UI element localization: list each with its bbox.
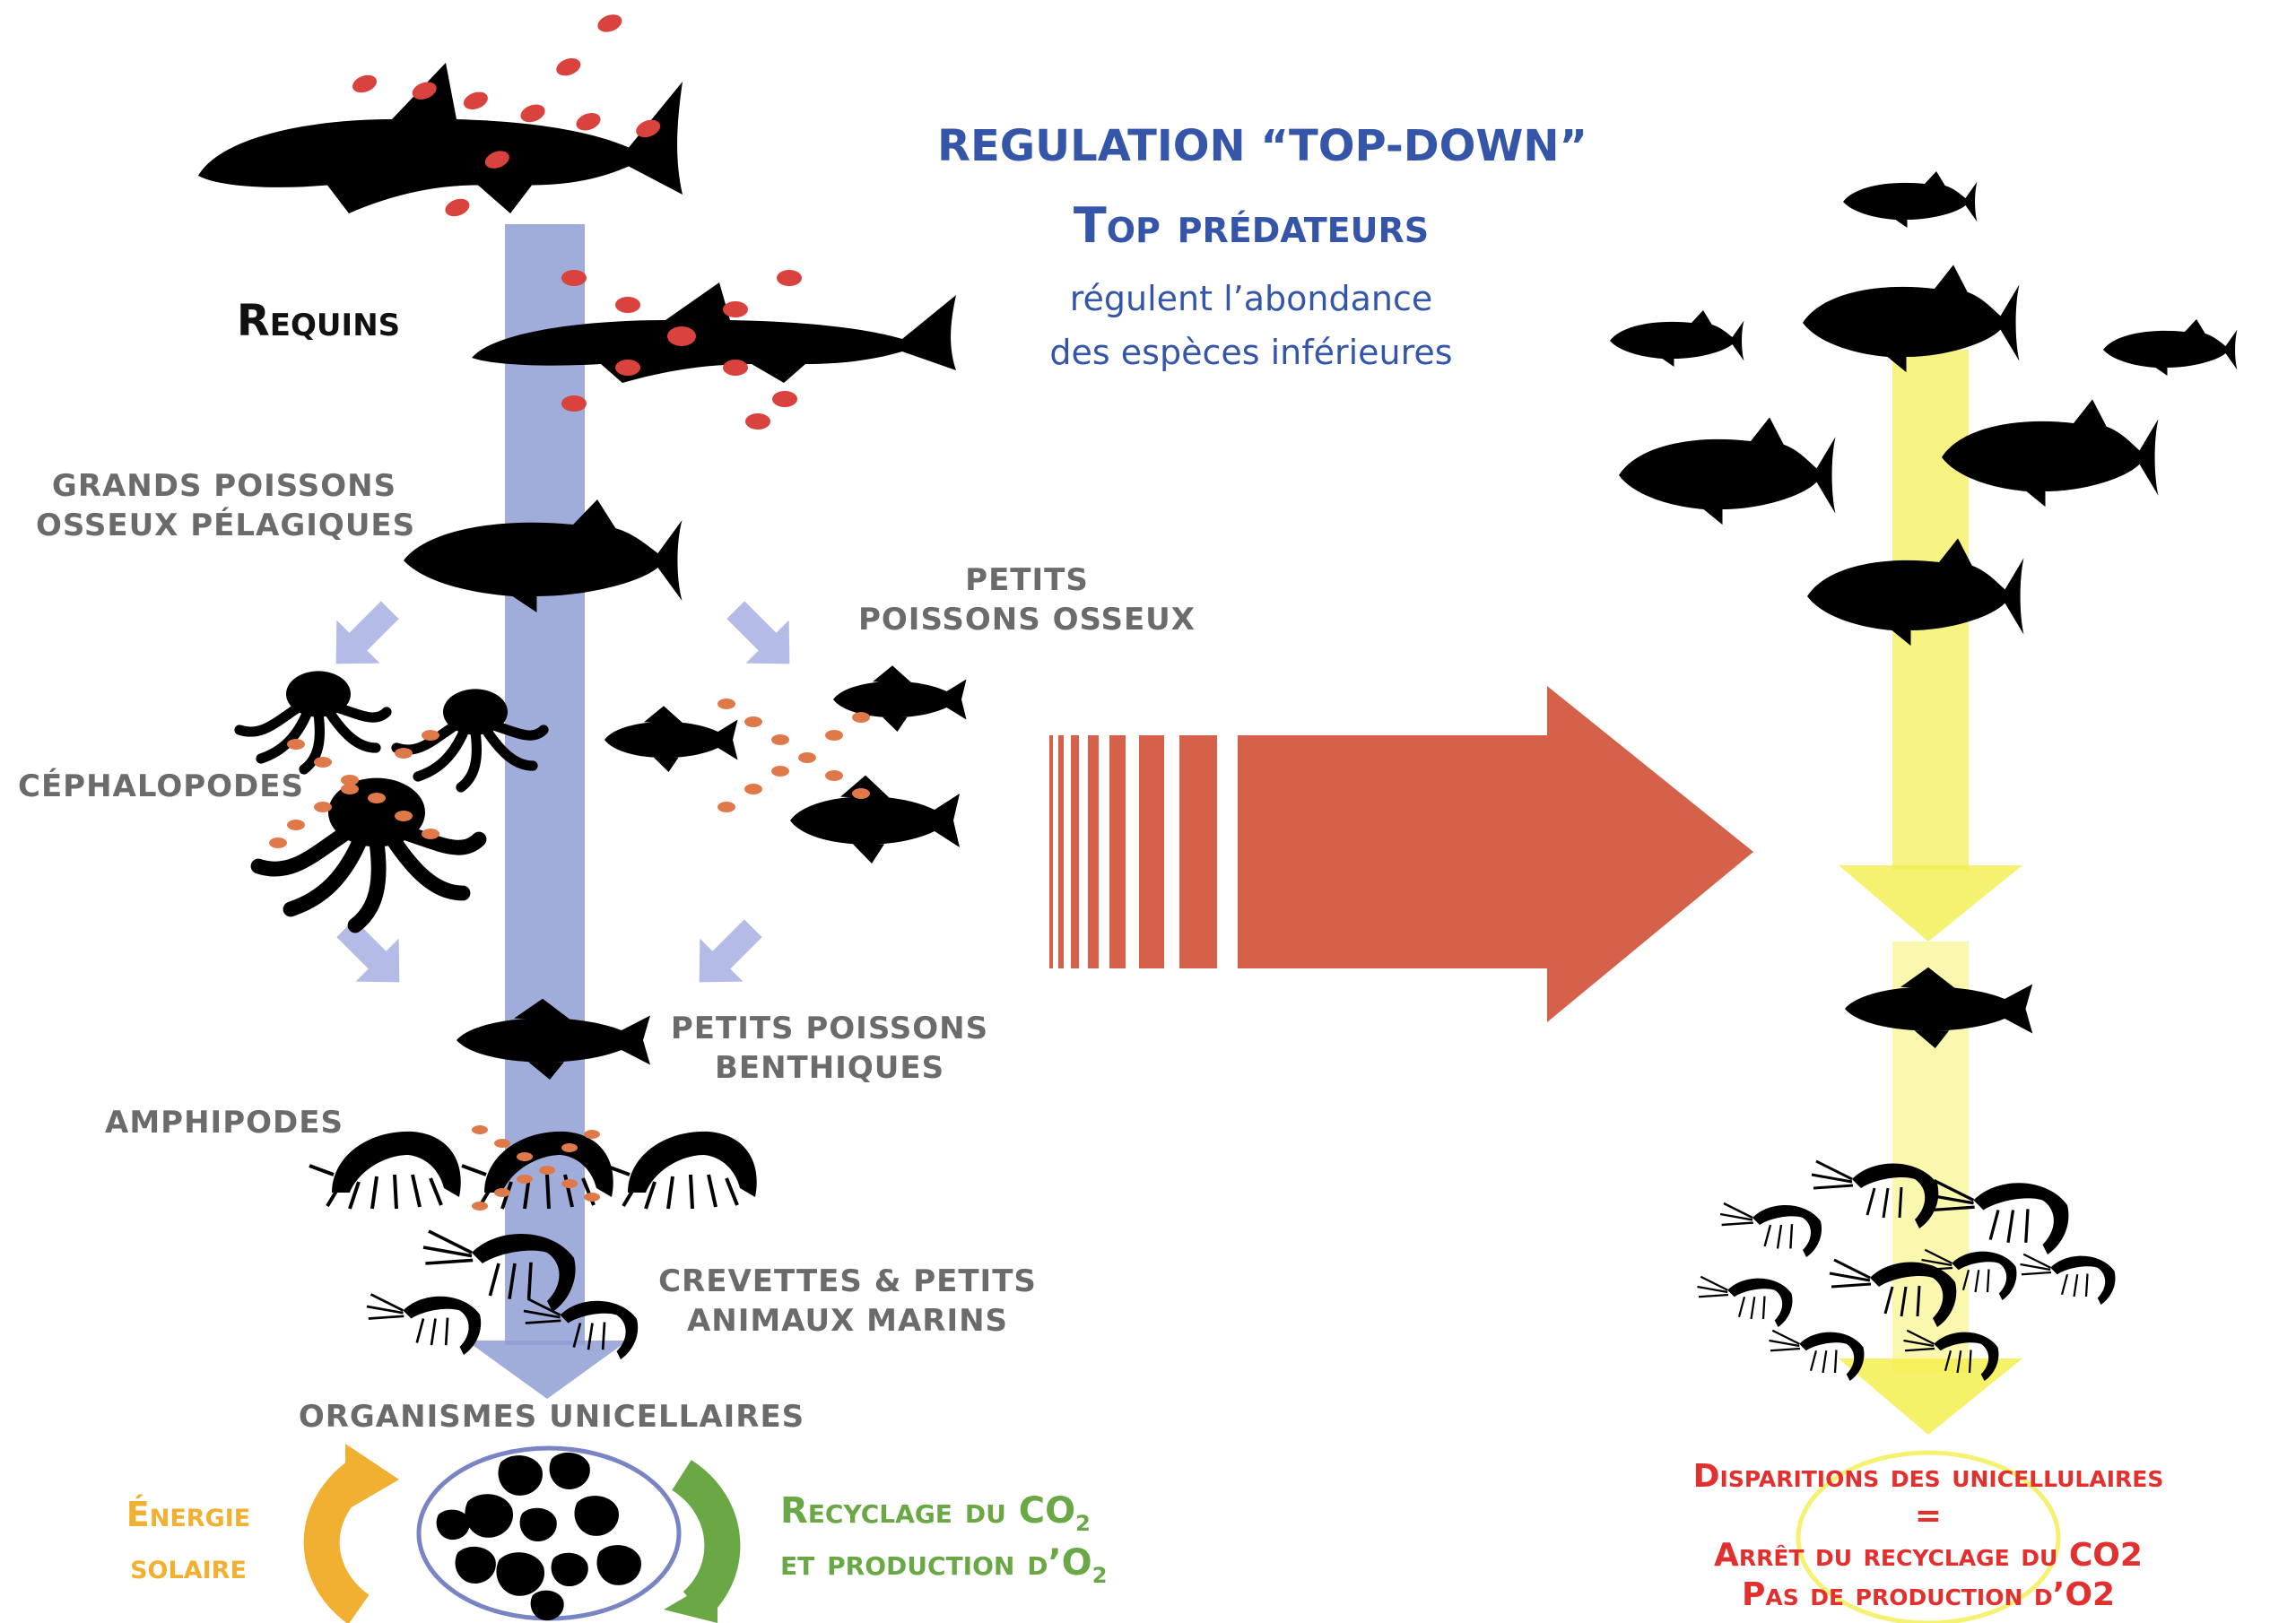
label-crevettes-1: CREVETTES & PETITS (658, 1263, 1037, 1299)
cross-marks-sharks (352, 14, 802, 430)
result-line1: Disparitions des unicellulaires (1692, 1458, 2164, 1495)
shrimp-r3-icon (1718, 1202, 1823, 1259)
label-petits-osseux-2: POISSONS OSSEUX (857, 602, 1196, 638)
label-recyclage-2: et production d’O2 (780, 1542, 1108, 1588)
benthic-fish-icon (457, 998, 650, 1080)
shrimp-r8-icon (1768, 1329, 1866, 1383)
shrimp-r6-icon (2019, 1253, 2117, 1306)
recycle-curved-arrow (664, 1460, 741, 1623)
shark-1-icon (197, 63, 683, 214)
amphipod-3-icon (604, 1129, 759, 1211)
small-fish-2-icon (833, 665, 967, 732)
label-grands-2: OSSEUX PÉLAGIQUES (36, 508, 416, 543)
small-fish-3-icon (790, 775, 960, 864)
title-line1: REGULATION “TOP-DOWN” (937, 121, 1588, 171)
tuna-r2-icon (1610, 310, 1744, 367)
cross-marks-cephalopods (269, 730, 439, 848)
label-energie-1: Énergie (126, 1495, 251, 1534)
label-amphipodes: AMPHIPODES (105, 1105, 344, 1141)
empty-unicellular-circle (1796, 1450, 2061, 1623)
cross-marks-amphipods (472, 1125, 600, 1211)
tuna-r6-icon (1942, 399, 2159, 508)
tuna-r4-icon (2103, 319, 2238, 376)
small-fish-1-icon (604, 706, 738, 772)
energy-curved-arrow (303, 1444, 399, 1623)
title-line4: des espèces inférieures (1049, 333, 1453, 372)
title-line3: régulent l’abondance (1069, 279, 1433, 318)
label-crevettes-2: ANIMAUX MARINS (686, 1303, 1009, 1339)
unicellular-group (416, 1445, 682, 1621)
tuna-r3-icon (1803, 265, 2020, 373)
label-petits-osseux-1: PETITS (965, 562, 1089, 598)
tuna-r5-icon (1619, 417, 1836, 525)
result-line3: Arrêt du recyclage du CO2 (1714, 1537, 2143, 1574)
result-line4: Pas de production d’O2 (1741, 1576, 2115, 1613)
title-line2: Top prédateurs (1073, 197, 1430, 254)
tuna-r1-icon (1843, 171, 1978, 228)
label-requins: Requins (236, 296, 401, 346)
benthic-fish-right-icon (1845, 967, 2033, 1048)
label-unicellulaires: ORGANISMES UNICELLAIRES (298, 1399, 805, 1435)
label-recyclage-1: Recyclage du CO2 (780, 1490, 1091, 1536)
label-grands-1: GRANDS POISSONS (51, 468, 397, 504)
cross-marks-small-fish (718, 699, 870, 812)
label-cephalopodes: CÉPHALOPODES (18, 768, 304, 804)
diagonal-arrows (335, 601, 790, 983)
label-energie-2: solaire (130, 1547, 247, 1586)
result-line2: = (1914, 1497, 1943, 1534)
label-benthiques-1: PETITS POISSONS (670, 1011, 989, 1046)
amphipod-1-icon (308, 1129, 463, 1211)
blue-trophic-arrow (466, 224, 628, 1399)
octopus-1-icon (239, 671, 387, 769)
shrimp-r7-icon (1696, 1275, 1794, 1329)
label-benthiques-2: BENTHIQUES (714, 1050, 945, 1086)
big-red-arrow (1049, 686, 1753, 1022)
shrimp-2-icon (365, 1293, 483, 1357)
